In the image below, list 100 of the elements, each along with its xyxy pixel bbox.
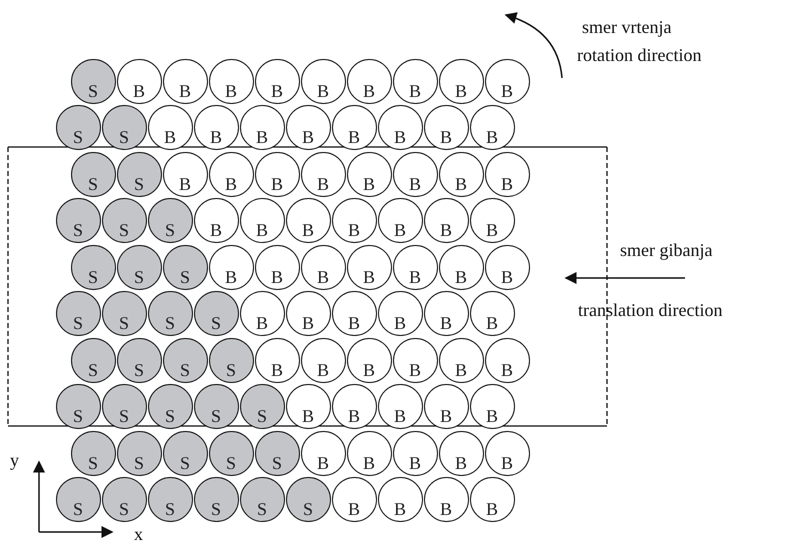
sphere-letter: B	[208, 221, 223, 239]
sphere-letter: B	[408, 360, 422, 378]
sphere-letter: S	[178, 360, 191, 378]
shaded-sphere	[240, 384, 284, 429]
sphere-letter: B	[362, 174, 376, 192]
shaded-sphere	[70, 338, 116, 382]
rotation-label: smer vrtenja	[582, 17, 672, 37]
sphere-letter: B	[408, 82, 422, 100]
sphere-letter: B	[254, 314, 269, 332]
shaded-sphere	[116, 338, 162, 382]
sphere	[438, 338, 484, 382]
shaded-sphere	[56, 291, 100, 336]
sphere-letter: B	[224, 174, 238, 192]
sphere	[332, 477, 376, 522]
sphere	[254, 58, 300, 104]
sphere-letter: B	[300, 407, 315, 425]
sphere	[254, 338, 300, 382]
sphere	[286, 384, 330, 429]
sphere-letter: B	[346, 500, 361, 518]
sphere-letter: B	[408, 174, 422, 192]
shaded-sphere	[70, 430, 116, 476]
sphere	[392, 244, 438, 290]
sphere-letter: B	[500, 454, 514, 472]
sphere	[286, 291, 330, 336]
sphere-letter: B	[254, 221, 269, 239]
sphere-letter: S	[72, 314, 84, 332]
shaded-sphere	[162, 430, 208, 476]
sphere-letter: S	[132, 360, 145, 378]
sphere-letter: S	[270, 454, 283, 472]
sphere	[300, 244, 346, 290]
sphere	[378, 198, 422, 243]
sphere-letter: B	[500, 174, 514, 192]
sphere-letter: B	[362, 82, 376, 100]
shaded-sphere	[70, 244, 116, 290]
shaded-sphere	[102, 477, 146, 522]
sphere	[392, 338, 438, 382]
sphere	[208, 58, 254, 104]
sphere-letter: S	[118, 407, 130, 425]
shaded-sphere	[148, 477, 192, 522]
shaded-sphere	[194, 291, 238, 336]
shaded-sphere	[286, 477, 330, 522]
shaded-sphere	[116, 430, 162, 476]
sphere	[162, 152, 208, 196]
shaded-sphere	[254, 430, 300, 476]
sphere	[346, 152, 392, 196]
shaded-sphere	[56, 384, 100, 429]
sphere	[424, 198, 468, 243]
sphere	[300, 430, 346, 476]
sphere-letter: B	[438, 500, 453, 518]
sphere-letter: S	[164, 500, 176, 518]
sphere-letter: B	[484, 221, 499, 239]
axis-label: y	[10, 450, 19, 470]
sphere-letter: B	[392, 500, 407, 518]
sphere	[484, 152, 530, 196]
sphere	[254, 244, 300, 290]
shaded-sphere	[56, 105, 100, 150]
shaded-sphere	[102, 291, 146, 336]
sphere-letter: S	[72, 128, 84, 146]
sphere-letter: S	[132, 268, 145, 286]
sphere-letter: S	[178, 268, 191, 286]
sphere	[286, 105, 330, 150]
translation-label: smer gibanja	[620, 240, 712, 260]
sphere	[378, 384, 422, 429]
sphere-letter: S	[132, 174, 145, 192]
sphere	[484, 338, 530, 382]
sphere-letter: S	[86, 82, 99, 100]
sphere-letter: B	[392, 314, 407, 332]
sphere	[346, 58, 392, 104]
sphere	[470, 291, 514, 336]
sphere-letter: B	[224, 268, 238, 286]
sphere-letter: B	[408, 454, 422, 472]
sphere	[332, 384, 376, 429]
shaded-sphere	[208, 338, 254, 382]
sphere-letter: S	[164, 407, 176, 425]
sphere-letter: B	[270, 268, 284, 286]
sphere-letter: S	[118, 500, 130, 518]
sphere	[470, 198, 514, 243]
shaded-sphere	[162, 244, 208, 290]
sphere-letter: S	[178, 454, 191, 472]
sphere-letter: B	[270, 174, 284, 192]
sphere	[346, 244, 392, 290]
sphere-letter: S	[72, 407, 84, 425]
shaded-sphere	[194, 477, 238, 522]
sphere-letter: S	[210, 314, 222, 332]
sphere	[208, 152, 254, 196]
sphere-letter: S	[164, 221, 176, 239]
sphere-letter: B	[438, 128, 453, 146]
shaded-sphere	[116, 244, 162, 290]
sphere-letter: S	[118, 128, 130, 146]
sphere-letter: B	[362, 360, 376, 378]
sphere-letter: S	[164, 314, 176, 332]
sphere	[300, 152, 346, 196]
sphere-letter: B	[162, 128, 177, 146]
sphere-letter: S	[118, 221, 130, 239]
sphere	[254, 152, 300, 196]
shaded-sphere	[194, 384, 238, 429]
sphere-letter: B	[316, 268, 330, 286]
sphere-letter: S	[210, 407, 222, 425]
sphere	[346, 430, 392, 476]
sphere-letter: S	[86, 454, 99, 472]
